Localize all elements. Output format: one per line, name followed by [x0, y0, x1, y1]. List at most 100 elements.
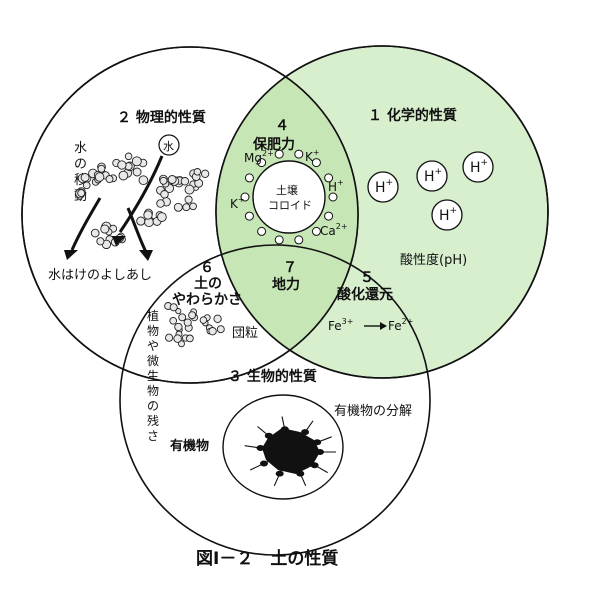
- soil-particle: [184, 195, 193, 204]
- soil-aggregates: [164, 302, 225, 348]
- hydrogen-ion-label: H+: [375, 178, 393, 196]
- soil-particle: [156, 199, 165, 208]
- aggregate-particle: [178, 340, 185, 348]
- colloid-ion-sites: [240, 149, 338, 245]
- region4-number: ４: [275, 118, 289, 134]
- ion-h: H+: [328, 178, 344, 194]
- exchangeable-ions: Mg2+ K+ H+ K+ Ca2+: [230, 148, 348, 238]
- water-circle-text: 水: [163, 140, 174, 153]
- aggregate-particle: [169, 303, 178, 312]
- colloid-label-line2: コロイド: [268, 199, 312, 212]
- region5-title: 酸化還元: [337, 286, 393, 303]
- region4-title: 保肥力: [252, 136, 295, 153]
- aggregate-particle: [208, 327, 217, 336]
- residue-char: さ: [147, 429, 159, 443]
- soil-particle: [96, 237, 105, 246]
- microbe: [280, 426, 289, 433]
- soil-particle: [157, 212, 167, 222]
- microbe: [296, 470, 305, 477]
- biological-circle: [119, 244, 431, 556]
- decomposition-label: 有機物の分解: [334, 404, 412, 419]
- organic-matter-blob: [262, 428, 320, 474]
- soil-particle: [131, 156, 142, 167]
- soil-particle: [167, 175, 177, 184]
- ion-site: [328, 192, 338, 202]
- water-movement-char: の: [74, 157, 87, 172]
- water-circle-marker: [158, 134, 180, 156]
- ion-site: [244, 173, 254, 183]
- soil-particle: [82, 181, 91, 190]
- figure-caption: 図Ⅰ－２ 土の性質: [196, 548, 338, 569]
- aggregate-particle: [173, 334, 182, 343]
- region6-line2: やわらかさ: [172, 292, 242, 308]
- hydrogen-ion-circle: [431, 199, 463, 231]
- colloid-label-line1: 土壌: [276, 184, 298, 197]
- ion-site: [257, 158, 267, 168]
- biological-title: ３ 生物的性質: [228, 368, 317, 385]
- soil-particle: [77, 189, 86, 198]
- ion-site: [311, 226, 321, 236]
- residue-char: 生: [147, 369, 159, 383]
- hydrogen-ion-label: H+: [470, 158, 488, 176]
- hydrogen-ion-label: H+: [424, 167, 442, 185]
- soil-colloid-circle: [252, 160, 326, 234]
- ion-mg: Mg2+: [244, 149, 274, 165]
- soil-particle: [100, 224, 110, 234]
- microbe: [264, 432, 273, 439]
- microbe: [275, 470, 284, 477]
- microbe: [301, 429, 309, 436]
- aggregate-particle: [183, 318, 192, 327]
- region6-line1: 土の: [194, 275, 222, 292]
- soil-particle: [97, 164, 106, 173]
- ion-ca: Ca2+: [320, 222, 348, 238]
- soil-particle: [189, 202, 197, 211]
- hydrogen-ion-label: H+: [439, 206, 457, 224]
- hydrogen-ions: H+ H+ H+ H+: [367, 151, 494, 231]
- aggregate-particle: [199, 316, 208, 324]
- residue-char: 微: [147, 354, 159, 368]
- aggregate-particle: [169, 316, 178, 325]
- residue-char: 植: [147, 308, 159, 323]
- arrow-heads: [64, 236, 153, 261]
- soil-particle: [80, 173, 90, 182]
- soil-particle: [159, 176, 168, 185]
- hydrogen-ion-circle: [367, 171, 399, 203]
- soil-particle: [118, 170, 129, 181]
- soil-particle: [124, 152, 133, 161]
- soil-particle: [200, 169, 210, 178]
- aggregate-particle: [186, 334, 194, 343]
- aggregate-particle: [165, 333, 174, 342]
- ion-site: [324, 211, 334, 221]
- microbe: [310, 462, 319, 469]
- aggregate-particle: [216, 325, 225, 334]
- ion-site: [324, 173, 334, 183]
- aggregate-particle: [174, 322, 183, 332]
- ion-site: [257, 226, 267, 236]
- microorganisms-illustration: [244, 416, 336, 487]
- aggregate-particle: [213, 314, 222, 323]
- fe2-ion: Fe2+: [388, 317, 413, 333]
- soil-particle: [180, 177, 190, 186]
- aggregate-label: 団粒: [232, 326, 258, 341]
- ion-site: [274, 149, 284, 159]
- soil-particle: [160, 190, 169, 199]
- microbe: [313, 439, 322, 446]
- residue-char: 物: [147, 384, 159, 398]
- soil-particle: [143, 210, 153, 220]
- microbe: [316, 449, 324, 455]
- ion-site: [274, 235, 284, 245]
- organic-matter-label: 有機物: [170, 438, 209, 454]
- physical-title: ２ 物理的性質: [117, 109, 206, 126]
- residue-char: 物: [147, 324, 159, 338]
- residue-char: 残: [147, 414, 159, 428]
- soil-particle: [182, 203, 191, 212]
- soil-particle: [105, 175, 114, 184]
- soil-particle: [138, 175, 149, 186]
- region7-title: 地力: [272, 276, 300, 293]
- region5-number: ５: [360, 270, 374, 286]
- ion-k-top: K+: [305, 148, 320, 164]
- hydrogen-ion-circle: [462, 151, 494, 183]
- microbe: [256, 445, 265, 451]
